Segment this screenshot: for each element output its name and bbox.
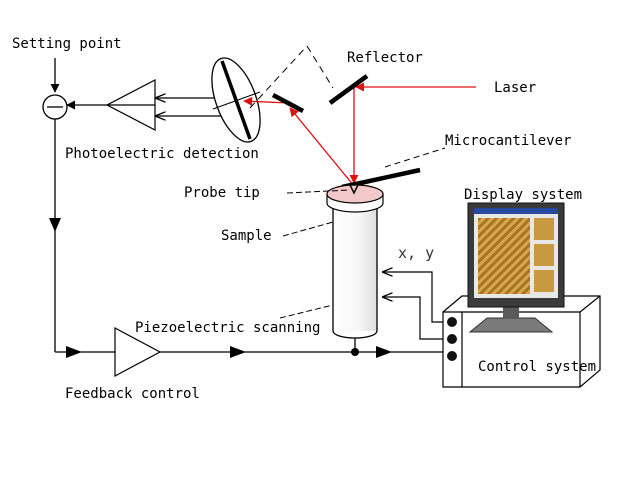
label-display-system: Display system: [464, 187, 582, 203]
feedback-amplifier: [114, 327, 162, 377]
control-system-box: [442, 295, 601, 388]
leader-lines: [279, 189, 351, 319]
label-piezoelectric-scanning: Piezoelectric scanning: [135, 320, 320, 336]
xy-scan-arrows: [383, 272, 449, 340]
sample-disk: [326, 184, 384, 213]
microcantilever: [341, 147, 446, 190]
loop-bottom-line: [55, 346, 445, 358]
laser-beam: [243, 82, 476, 187]
label-setting-point: Setting point: [12, 36, 122, 52]
detector-output-arrows: [156, 98, 222, 116]
comparator-node: [42, 94, 68, 120]
label-laser: Laser: [494, 80, 536, 96]
label-control-system: Control system: [478, 359, 596, 375]
label-microcantilever: Microcantilever: [445, 133, 571, 149]
reflector-small: [271, 93, 305, 113]
photodetector: [211, 57, 261, 143]
label-probe-tip: Probe tip: [184, 185, 260, 201]
label-xy: x, y: [398, 244, 434, 262]
label-feedback-control: Feedback control: [65, 386, 200, 402]
loop-down-line: [49, 119, 61, 352]
scan-image: [478, 218, 530, 294]
label-photoelectric-detection: Photoelectric detection: [65, 146, 259, 162]
reflector-dashed-guides: [249, 45, 334, 109]
probe-tip: [349, 184, 359, 195]
amplifier-photo: [66, 79, 156, 131]
piezo-cylinder: [332, 197, 378, 339]
display-monitor: [467, 202, 565, 333]
label-reflector: Reflector: [347, 50, 423, 66]
reflector-main: [328, 74, 369, 105]
label-sample: Sample: [221, 228, 272, 244]
piezo-to-loop-connector: [351, 338, 359, 356]
